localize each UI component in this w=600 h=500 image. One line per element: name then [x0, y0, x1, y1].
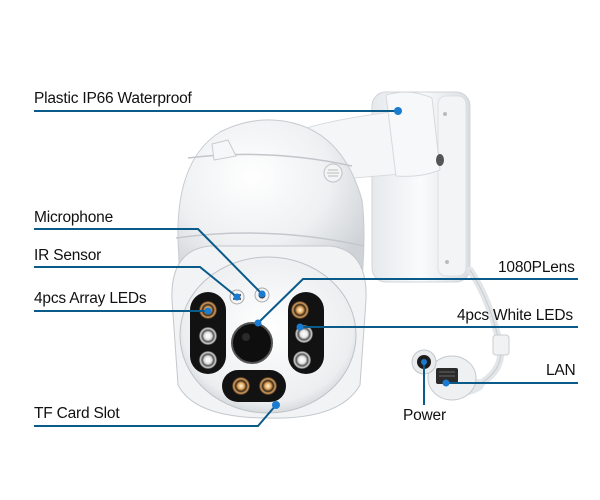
white-leds	[199, 325, 313, 369]
label-microphone: Microphone	[34, 209, 113, 226]
callout-dots	[204, 107, 450, 409]
line-tf-card	[34, 404, 277, 427]
cable	[411, 266, 510, 401]
label-lens: 1080PLens	[498, 259, 575, 276]
wall-mount	[299, 91, 471, 283]
label-power: Power	[403, 407, 446, 424]
line-lens	[257, 278, 578, 324]
label-waterproof: Plastic IP66 Waterproof	[34, 90, 192, 107]
line-ir-sensor	[34, 266, 238, 298]
camera-head	[171, 245, 367, 419]
line-microphone	[34, 228, 263, 295]
label-ir-sensor: IR Sensor	[34, 247, 102, 264]
label-lan: LAN	[546, 362, 576, 379]
label-white-leds: 4pcs White LEDs	[457, 307, 573, 324]
label-tf-card: TF Card Slot	[34, 405, 120, 422]
camera-dome	[175, 119, 365, 283]
label-array-leds: 4pcs Array LEDs	[34, 290, 147, 307]
callout-lines	[34, 110, 578, 427]
